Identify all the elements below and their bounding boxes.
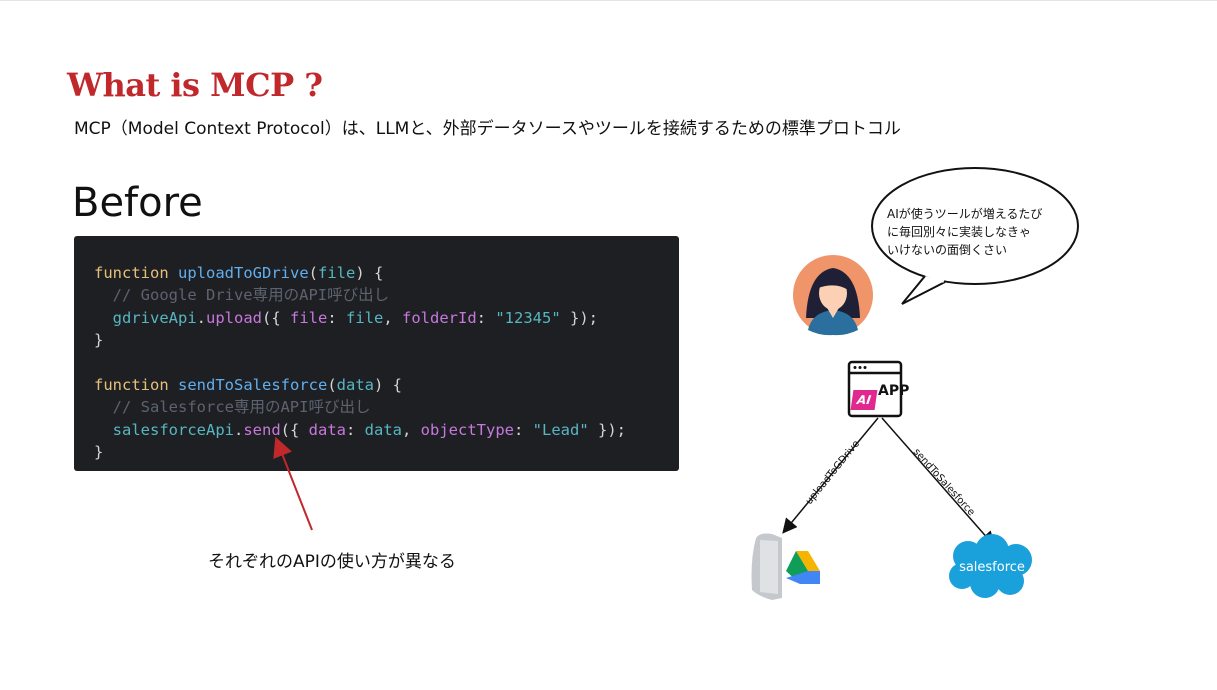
code-token: } [94, 331, 104, 350]
code-line: salesforceApi.send({ data: data, objectT… [94, 419, 679, 441]
code-line: } [94, 441, 679, 463]
code-line: gdriveApi.upload({ file: file, folderId:… [94, 307, 679, 329]
code-token: : [514, 420, 533, 439]
code-line: function sendToSalesforce(data) { [94, 374, 679, 396]
section-heading: Before [72, 180, 203, 226]
code-line: function uploadToGDrive(file) { [94, 262, 679, 284]
ai-badge: AI [850, 390, 878, 410]
code-line: // Salesforce専用のAPI呼び出し [94, 396, 679, 418]
edge-to-salesforce [881, 417, 995, 547]
code-token: folderId [402, 308, 477, 327]
user-avatar-icon [793, 255, 873, 336]
code-token: "Lead" [532, 420, 589, 439]
slide-subtitle: MCP（Model Context Protocol）は、LLMと、外部データソ… [74, 119, 901, 139]
code-token: // Salesforce専用のAPI呼び出し [94, 398, 371, 417]
code-token: , [402, 420, 421, 439]
code-token: file [290, 308, 328, 327]
code-token: : [346, 420, 365, 439]
code-token: data [308, 420, 346, 439]
code-token: data [364, 420, 402, 439]
code-token: ( [308, 264, 318, 282]
annotation-text: それぞれのAPIの使い方が異なる [208, 552, 456, 572]
speech-bubble-text: AIが使うツールが増えるたび に毎回別々に実装しなきゃ いけないの面倒くさい [887, 205, 1067, 259]
code-token: file [318, 264, 356, 282]
salesforce-cloud-icon [949, 534, 1032, 598]
edge-right-label: sendToSalesforce [911, 447, 977, 519]
code-token: sendToSalesforce [178, 375, 328, 394]
code-token: ({ [280, 420, 309, 439]
edge-left-label: uploadToGDrive [804, 439, 862, 507]
speech-bubble [871, 167, 1079, 305]
code-token: }); [560, 308, 598, 327]
code-token: salesforceApi [112, 420, 234, 439]
speech-line: に毎回別々に実装しなきゃ [887, 225, 1032, 239]
edge-to-gdrive [782, 417, 879, 534]
code-token: file [346, 308, 384, 327]
speech-line: いけないの面倒くさい [887, 243, 1008, 257]
code-token: "12345" [495, 308, 561, 327]
code-token: ) { [373, 375, 402, 394]
slide-title: What is MCP ? [67, 66, 323, 104]
code-token: send [243, 420, 281, 439]
code-token: : [476, 308, 496, 327]
speech-line: AIが使うツールが増えるたび [887, 207, 1043, 221]
salesforce-logo-text: salesforce [959, 560, 1025, 575]
code-token: ) { [355, 264, 384, 282]
code-token: : [327, 308, 347, 327]
code-token: upload [206, 308, 263, 327]
code-token: ({ [262, 308, 291, 327]
code-token: function [94, 375, 178, 394]
code-token: objectType [420, 420, 514, 439]
code-token: . [196, 308, 207, 327]
top-border [0, 0, 1217, 1]
code-token: ( [327, 375, 337, 394]
code-token: }); [588, 420, 626, 439]
code-token: data [336, 375, 374, 394]
code-line: // Google Drive専用のAPI呼び出し [94, 284, 679, 306]
code-token: // Google Drive専用のAPI呼び出し [94, 286, 390, 305]
app-label: APP [878, 383, 910, 399]
code-token: uploadToGDrive [178, 264, 309, 282]
code-line: } [94, 329, 679, 351]
code-block: function uploadToGDrive(file) { // Googl… [74, 236, 679, 471]
code-token: . [234, 420, 244, 439]
code-token: } [94, 443, 104, 462]
code-token: , [383, 308, 403, 327]
annotation-arrow [273, 436, 313, 531]
code-token: gdriveApi [112, 308, 197, 327]
code-token: function [94, 264, 178, 282]
google-drive-icon [751, 533, 820, 600]
